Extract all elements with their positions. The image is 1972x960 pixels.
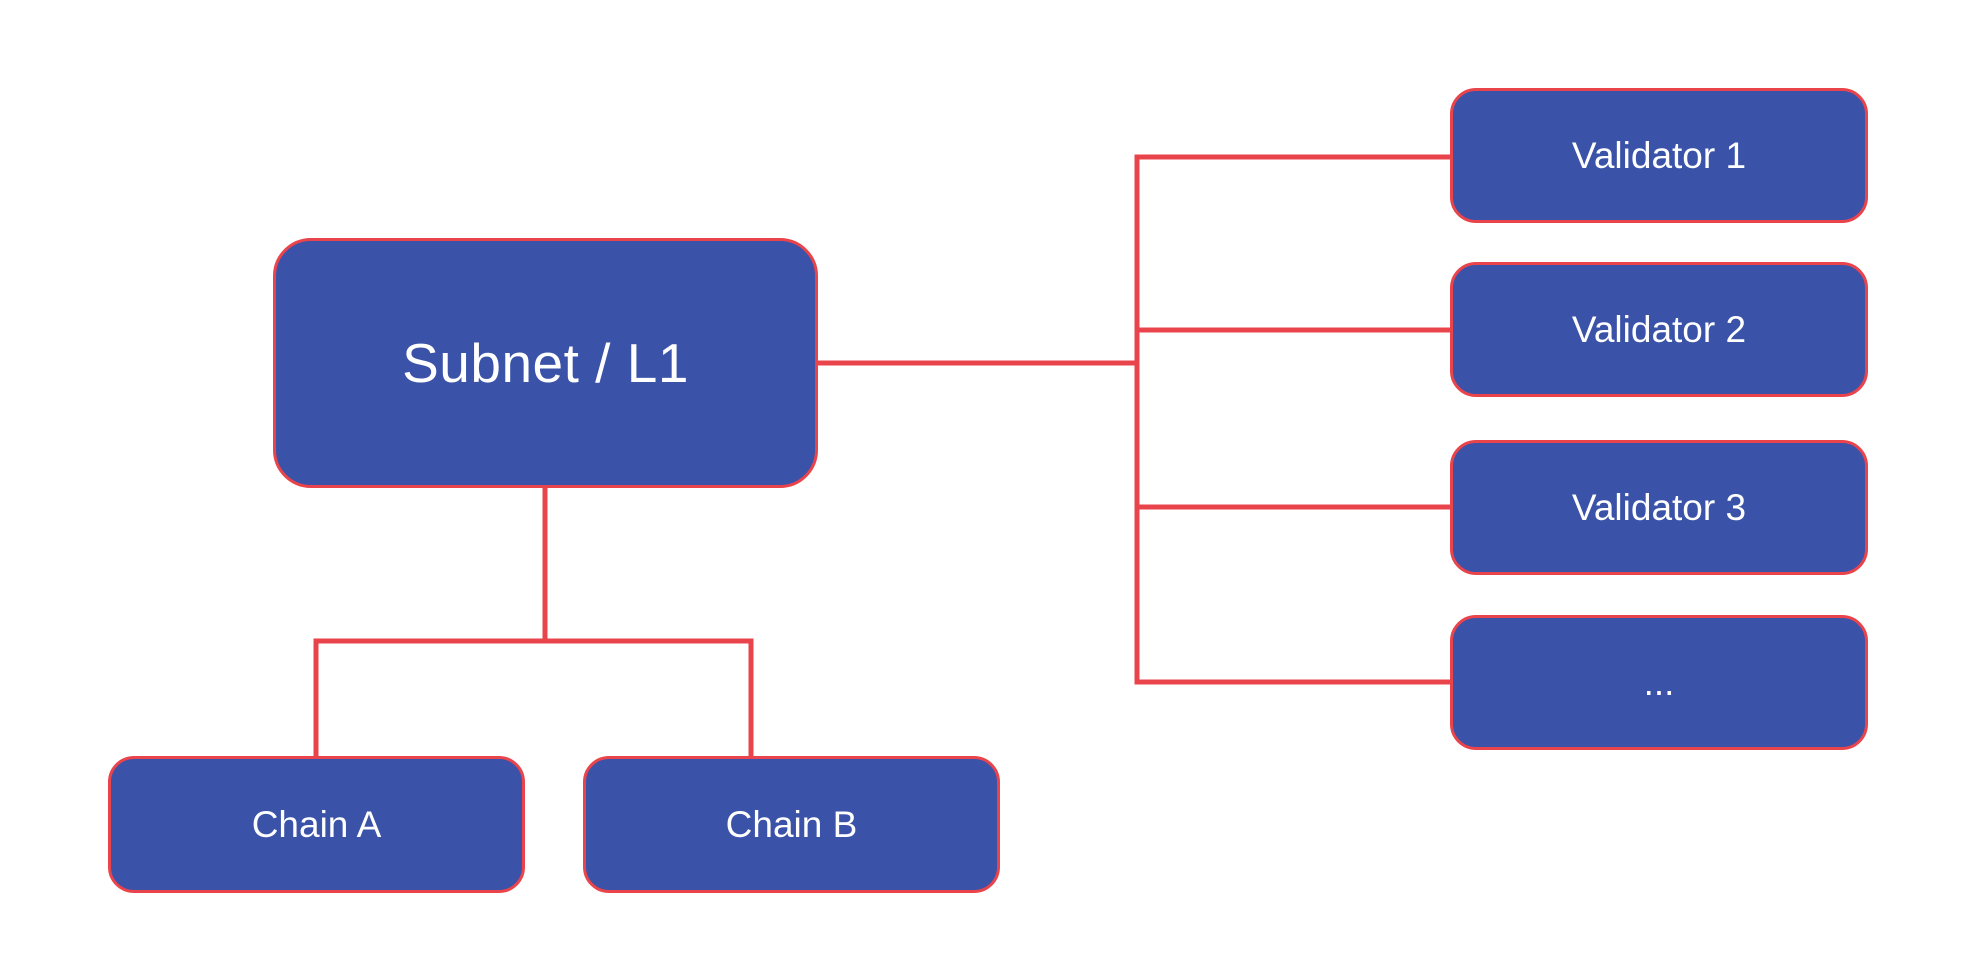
validator-3-label: Validator 3 [1571, 486, 1747, 528]
subnet-l1-label: Subnet / L1 [402, 332, 689, 394]
chain-a-label: Chain A [251, 803, 382, 845]
chain-b-node: Chain B [583, 756, 1000, 893]
chain-a-node: Chain A [108, 756, 525, 893]
validator-1-label: Validator 1 [1571, 134, 1747, 176]
validator-2-node: Validator 2 [1450, 262, 1868, 397]
chain-b-label: Chain B [725, 803, 858, 845]
validator-1-node: Validator 1 [1450, 88, 1868, 223]
validator-more-node: ... [1450, 615, 1868, 750]
validator-3-node: Validator 3 [1450, 440, 1868, 575]
validator-2-label: Validator 2 [1571, 308, 1747, 350]
validator-more-label: ... [1643, 661, 1675, 703]
subnet-l1-node: Subnet / L1 [273, 238, 818, 488]
